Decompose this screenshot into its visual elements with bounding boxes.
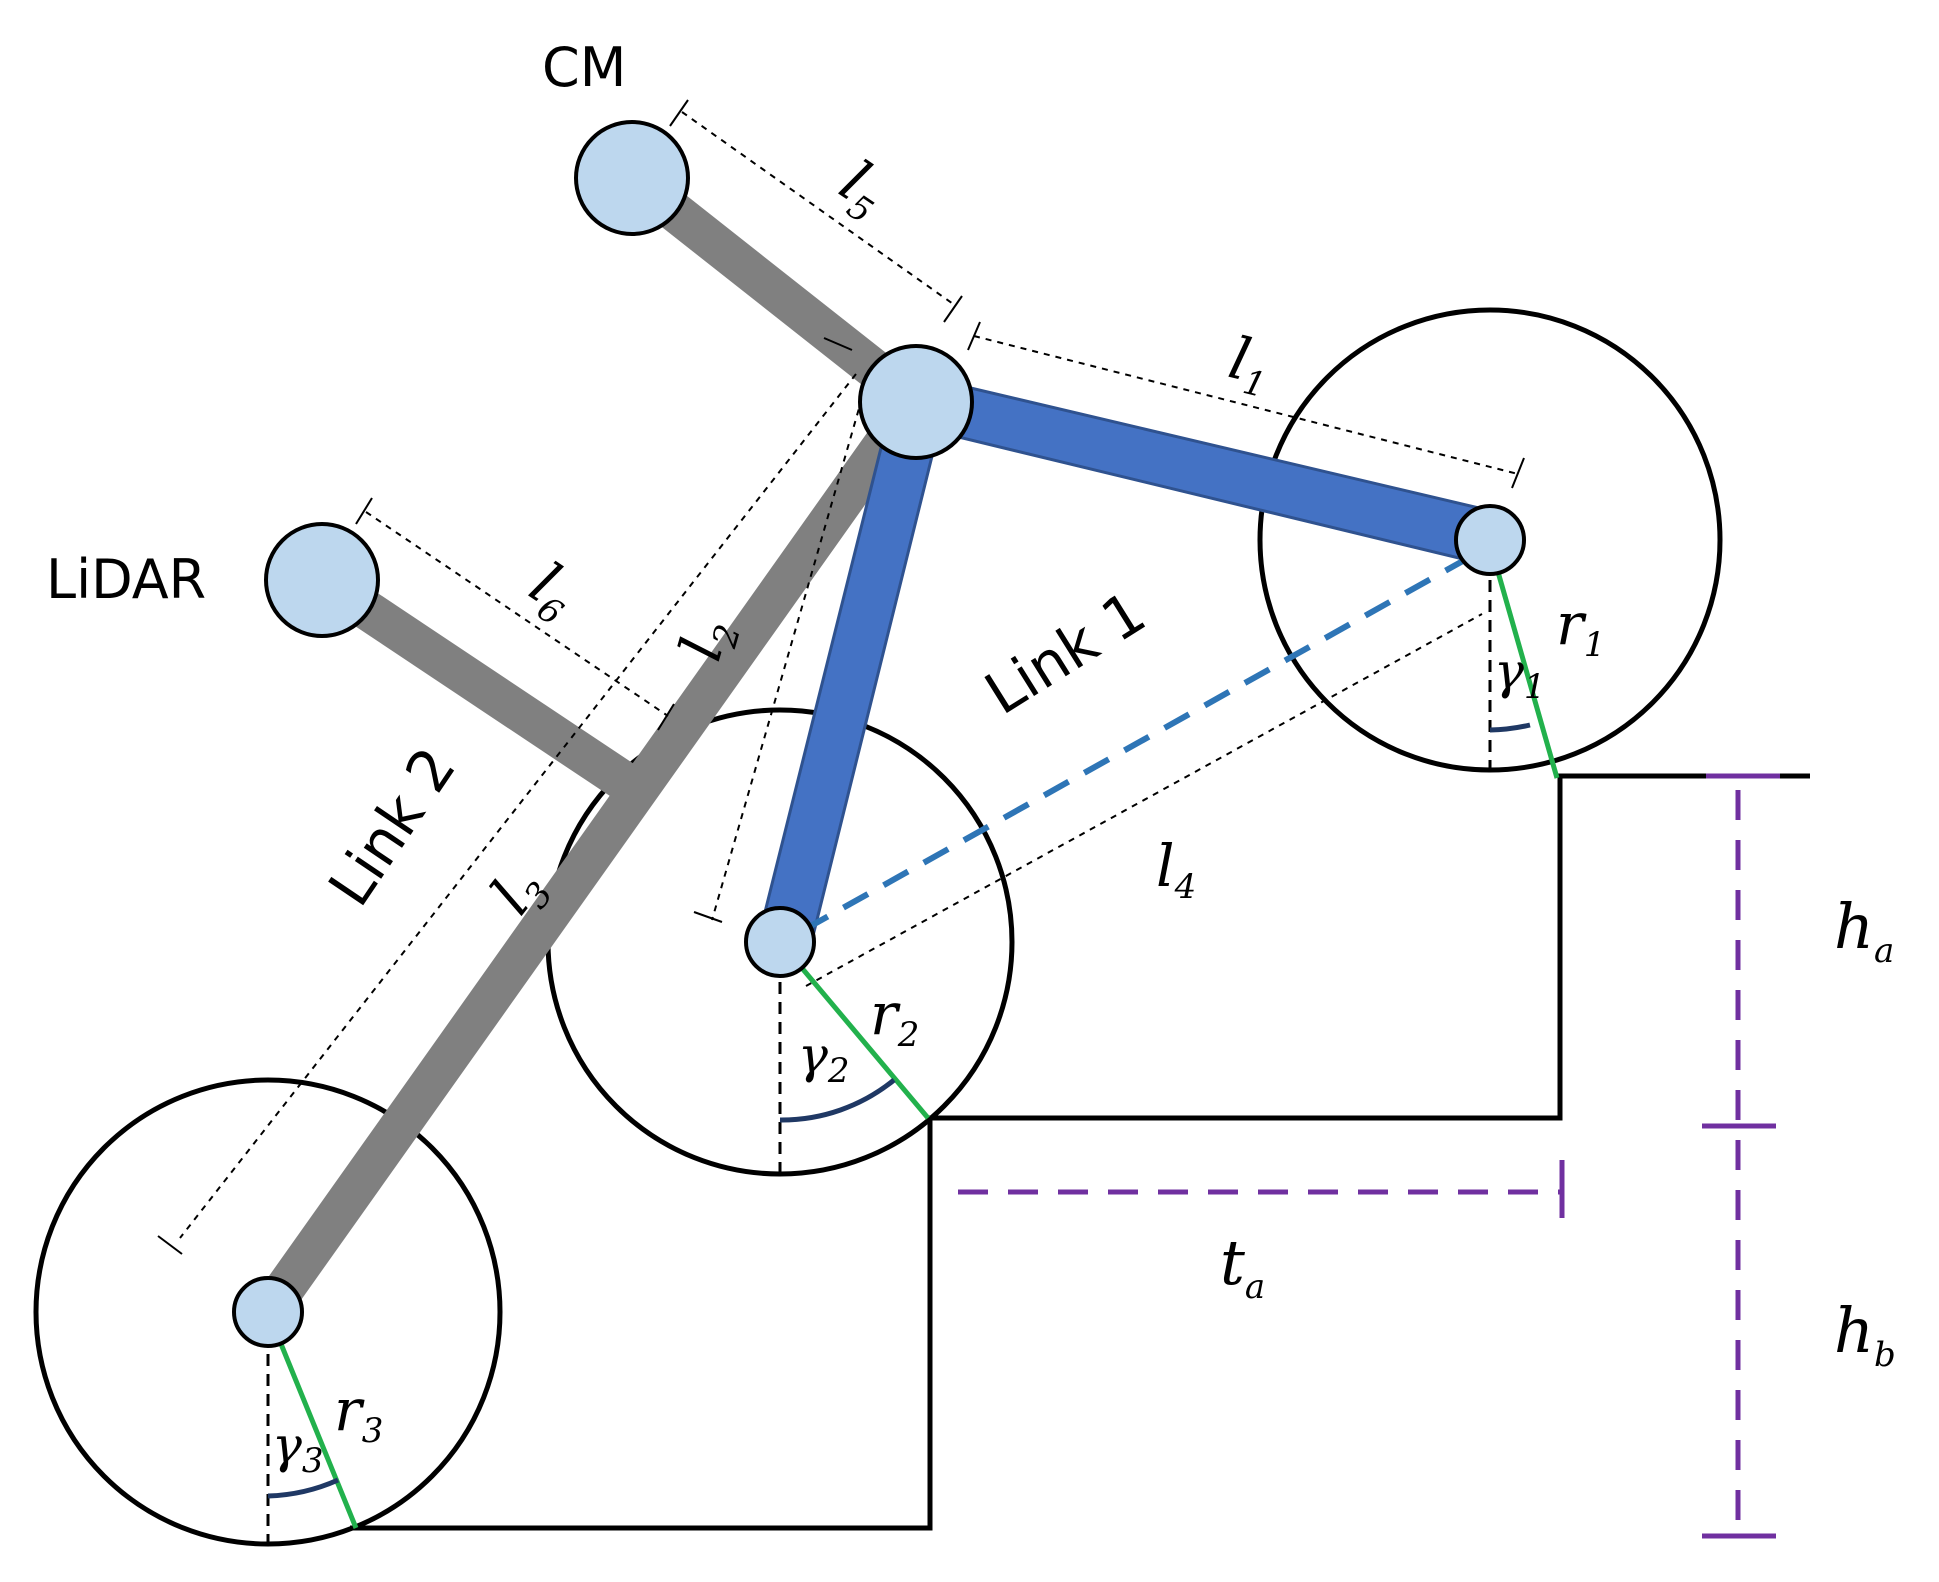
joints xyxy=(232,120,1526,1348)
step-dimensions xyxy=(958,773,1780,1539)
gamma-3-arc xyxy=(267,1477,340,1499)
lidar-label: LiDAR xyxy=(46,548,206,611)
wheel-1-axle xyxy=(1454,504,1526,576)
link-1-label: Link 1 xyxy=(973,578,1157,728)
stair-profile xyxy=(350,773,1810,1531)
wheel-3-axle xyxy=(232,1276,304,1348)
l4-label: l4 xyxy=(1156,832,1196,907)
radius-lines xyxy=(265,543,1560,1529)
angle-arcs xyxy=(267,722,1531,1499)
lidar-arm-bar xyxy=(310,563,637,799)
l3-dimension-line xyxy=(179,373,857,1239)
l2-tick-a xyxy=(823,337,853,351)
l6-label: l6 xyxy=(514,549,589,634)
cm-arm-bar xyxy=(619,162,929,418)
lidar-node xyxy=(264,522,380,638)
wheel-1-to-wheel-2-dashed-line xyxy=(798,554,1472,935)
l3-tick-b xyxy=(157,1235,183,1255)
l6-dimension-line xyxy=(365,511,669,717)
ha-label: ha xyxy=(1834,890,1894,971)
r2-radius-line xyxy=(778,940,930,1120)
cm-node xyxy=(574,120,690,236)
l6-tick-b xyxy=(657,703,675,731)
l2-tick-b xyxy=(693,911,723,923)
r1-radius-line xyxy=(1487,543,1560,779)
gamma-1-arc xyxy=(1489,722,1531,733)
l5-tick-b xyxy=(943,295,963,323)
l5-dimension-line xyxy=(681,111,957,307)
gamma-3-label: γ3 xyxy=(272,1416,324,1481)
hb-label: hb xyxy=(1834,1294,1896,1375)
construction-lines xyxy=(157,99,1525,1544)
ta-label: ta xyxy=(1220,1226,1265,1307)
l5-label: l5 xyxy=(824,147,899,232)
cm-label: CM xyxy=(542,36,626,99)
link-2-main-bar xyxy=(251,392,929,1324)
link-1-bar-to-wheel-1 xyxy=(917,373,1498,569)
l1-dimension-line xyxy=(973,335,1519,475)
r3-label: r3 xyxy=(334,1376,383,1451)
l4-dimension-line xyxy=(805,613,1483,987)
l1-tick-b xyxy=(1511,457,1525,489)
link-2-label: Link 2 xyxy=(315,735,469,917)
gamma-2-arc xyxy=(779,1078,896,1123)
l5-tick-a xyxy=(669,99,689,127)
gamma-2-label: γ2 xyxy=(798,1026,850,1091)
l6-tick-a xyxy=(355,497,373,525)
gamma-1-label: γ1 xyxy=(1494,642,1546,707)
link-2-bars xyxy=(251,162,929,1324)
r3-radius-line xyxy=(265,1311,359,1529)
l1-label: l1 xyxy=(1221,324,1278,406)
wheel-2-axle xyxy=(744,906,816,978)
r2-label: r2 xyxy=(870,980,919,1055)
central-joint xyxy=(858,344,974,460)
l1-tick-a xyxy=(967,321,981,351)
r1-label: r1 xyxy=(1556,590,1605,665)
